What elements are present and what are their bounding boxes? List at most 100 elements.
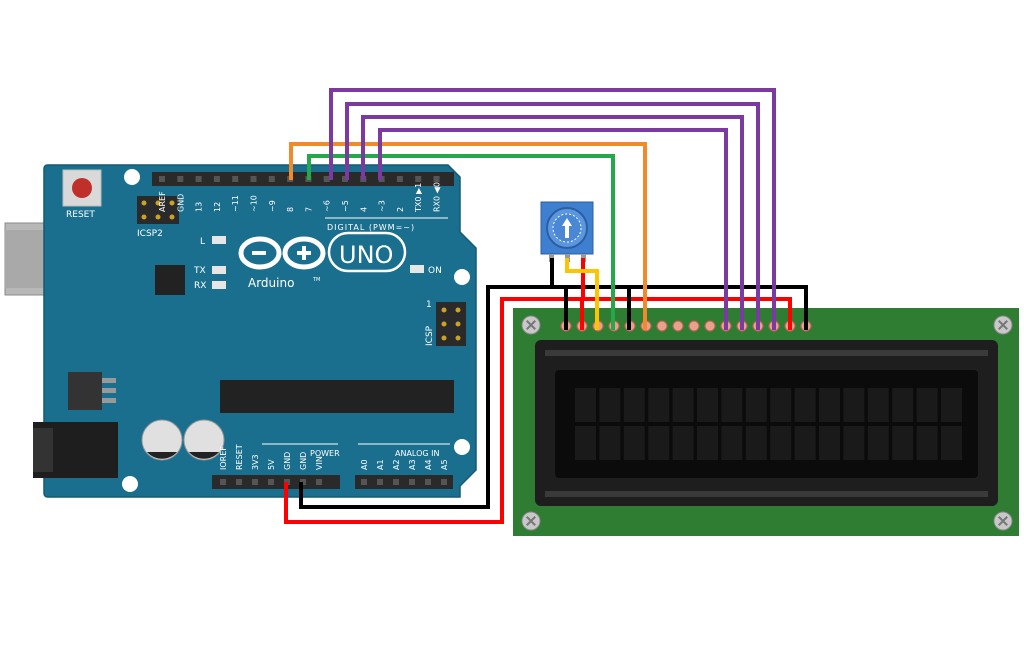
wire-d7-purple: [378, 128, 728, 330]
capacitor: [183, 419, 225, 461]
digital-pin-label: 13: [195, 202, 204, 212]
lcd-character-cell: [623, 426, 645, 460]
lcd-character-cell: [916, 388, 938, 422]
tx-led-label: TX: [193, 266, 206, 276]
lcd-pin[interactable]: [688, 320, 700, 332]
lcd-character-cell: [575, 388, 596, 422]
lcd-character-cell: [648, 388, 670, 422]
power-pin-label: GND: [299, 452, 308, 470]
lcd-character-cell: [819, 426, 840, 460]
on-led: [410, 265, 424, 273]
power-header-label: POWER: [310, 449, 340, 458]
lcd-pin[interactable]: [672, 320, 684, 332]
power-pin-label: GND: [283, 452, 292, 470]
analog-header-label: ANALOG IN: [395, 449, 440, 458]
lcd-character-cell: [941, 388, 962, 422]
wire-d6-purple: [361, 115, 744, 330]
analog-pin[interactable]: [361, 479, 367, 485]
analog-pin-label: A0: [360, 459, 369, 470]
power-pin[interactable]: [268, 479, 274, 485]
lcd-character-cell: [867, 388, 889, 422]
lcd-character-cell: [672, 426, 694, 460]
analog-pin[interactable]: [425, 479, 431, 485]
analog-header: [355, 475, 453, 489]
lcd-character-cell: [843, 426, 865, 460]
digital-pin-label: 4: [359, 207, 368, 212]
lcd-character-cell: [599, 388, 621, 422]
digital-pin-label: AREF: [158, 191, 167, 212]
digital-pin[interactable]: [213, 176, 220, 182]
digital-pin[interactable]: [415, 176, 422, 182]
digital-pin[interactable]: [396, 176, 403, 182]
arduino-brand-label: Arduino: [248, 276, 294, 290]
analog-pin[interactable]: [377, 479, 383, 485]
lcd-pin[interactable]: [656, 320, 668, 332]
digital-pin[interactable]: [177, 176, 184, 182]
digital-pin[interactable]: [250, 176, 257, 182]
mounting-hole: [124, 169, 140, 185]
lcd-character-cell: [843, 388, 865, 422]
lcd-16x2-module: [513, 308, 1019, 536]
lcd-character-cell: [941, 426, 962, 460]
lcd-character-cell: [916, 426, 938, 460]
lcd-screen: [555, 370, 978, 478]
power-pin-label: IOREF: [219, 446, 228, 470]
digital-pin[interactable]: [433, 176, 440, 182]
mounting-hole: [122, 476, 138, 492]
wire-d5-purple: [345, 102, 760, 330]
digital-pin-label: RX0 ◀0: [433, 182, 442, 212]
l-led-label: L: [200, 237, 205, 247]
digital-pin[interactable]: [195, 176, 202, 182]
digital-pin-label: 7: [304, 207, 313, 212]
digital-pin-label: GND: [176, 194, 185, 212]
wire-pot-gnd-black: [550, 258, 568, 330]
digital-header-label: DIGITAL (PWM=~): [327, 223, 415, 232]
power-pin[interactable]: [220, 479, 226, 485]
icsp2-label: ICSP2: [137, 229, 163, 239]
lcd-character-cell: [819, 388, 840, 422]
icsp-pin1-label: 1: [426, 300, 432, 310]
wire-gnd-black: [299, 285, 808, 509]
digital-pin[interactable]: [323, 176, 330, 182]
lcd-character-cell: [623, 388, 645, 422]
digital-pin[interactable]: [268, 176, 275, 182]
icsp-header: [436, 302, 466, 346]
lcd-character-cell: [892, 388, 914, 422]
digital-pin-label: ~5: [341, 200, 350, 212]
analog-pin-label: A3: [408, 459, 417, 470]
lcd-pin[interactable]: [704, 320, 716, 332]
usb-chip: [155, 265, 185, 295]
lcd-character-cell: [745, 388, 767, 422]
digital-pin[interactable]: [159, 176, 165, 182]
digital-pin[interactable]: [232, 176, 239, 182]
potentiometer[interactable]: [540, 201, 594, 262]
analog-pin-label: A5: [440, 459, 449, 470]
wire-pot-wiper-yellow: [565, 258, 599, 330]
analog-pin[interactable]: [409, 479, 415, 485]
lcd-character-cell: [721, 426, 743, 460]
rx-led-label: RX: [194, 281, 206, 291]
analog-pin-label: A4: [424, 459, 433, 470]
on-led-label: ON: [428, 266, 442, 276]
lcd-character-cell: [770, 388, 792, 422]
mounting-hole: [454, 439, 470, 455]
analog-pin[interactable]: [393, 479, 399, 485]
lcd-character-cell: [794, 426, 816, 460]
analog-pin[interactable]: [441, 479, 447, 485]
lcd-character-cell: [697, 388, 718, 422]
power-pin[interactable]: [316, 479, 322, 485]
digital-pin-label: TX0 ▶1: [414, 183, 423, 213]
mounting-hole: [454, 269, 470, 285]
icsp-label: ICSP: [425, 325, 435, 346]
lcd-character-cell: [892, 426, 914, 460]
digital-pin-label: ~11: [231, 195, 240, 212]
power-pin[interactable]: [236, 479, 242, 485]
lcd-character-cell: [648, 426, 670, 460]
wires: [284, 88, 808, 524]
wire-5v-red: [284, 297, 792, 524]
tx-led: [212, 266, 226, 274]
power-pin[interactable]: [252, 479, 258, 485]
lcd-character-cell: [745, 426, 767, 460]
wire-enable-green: [307, 154, 615, 330]
